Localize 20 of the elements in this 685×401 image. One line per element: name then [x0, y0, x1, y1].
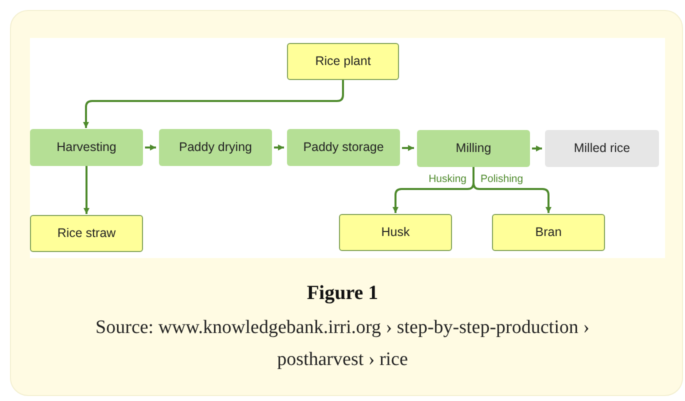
figure-caption: Figure 1 [306, 281, 380, 306]
arrow [532, 146, 542, 152]
process-box: Husk [339, 214, 452, 251]
process-box: Harvesting [30, 129, 143, 166]
process-box: Paddy drying [159, 129, 272, 166]
arrow [83, 80, 344, 128]
process-box: Rice plant [287, 43, 399, 80]
process-box: Bran [492, 214, 605, 251]
arrow [145, 144, 156, 150]
edge-label: Polishing [480, 173, 524, 186]
source-note: Source: www.knowledgebank.irri.org › step-by-step-production › postharvest › rice [94, 316, 590, 372]
process-box: Rice straw [30, 215, 143, 252]
arrow [402, 145, 414, 151]
arrow [84, 166, 90, 214]
arrow [472, 167, 552, 213]
process-box: Milled rice [545, 130, 659, 167]
arrow [274, 144, 284, 150]
edge-label: Husking [428, 173, 468, 186]
process-box: Milling [417, 130, 530, 167]
process-box: Paddy storage [287, 129, 400, 166]
